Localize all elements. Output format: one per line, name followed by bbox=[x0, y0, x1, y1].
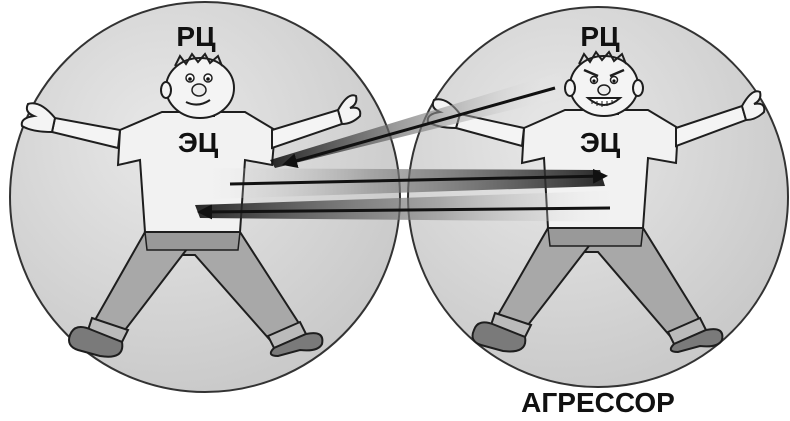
left-figure-head bbox=[160, 52, 235, 119]
right-head-label: РЦ bbox=[580, 21, 620, 52]
left-figure-arms bbox=[20, 94, 362, 150]
influence-arrows bbox=[182, 72, 640, 222]
arrow-right-to-left bbox=[197, 204, 611, 220]
arrow-left-to-right bbox=[229, 168, 608, 186]
right-figure-head bbox=[564, 50, 644, 117]
left-shoe-icon bbox=[68, 325, 124, 358]
arrow-head-to-body-beam bbox=[270, 72, 568, 168]
right-body-label: ЭЦ bbox=[580, 127, 621, 158]
right-hand-icon bbox=[336, 94, 362, 126]
aggressor-caption: АГРЕССОР bbox=[521, 387, 675, 418]
right-figure-legs bbox=[471, 226, 724, 354]
arrow-left-to-right-beam bbox=[182, 168, 605, 200]
arrow-right-to-left-beam bbox=[195, 190, 640, 222]
left-body-label: ЭЦ bbox=[178, 127, 219, 158]
left-head-label: РЦ bbox=[176, 21, 216, 52]
right-shoe-icon bbox=[269, 332, 324, 358]
left-figure-legs bbox=[68, 230, 324, 358]
left-hand-icon bbox=[20, 102, 57, 134]
arrow-head-to-body bbox=[282, 86, 556, 168]
